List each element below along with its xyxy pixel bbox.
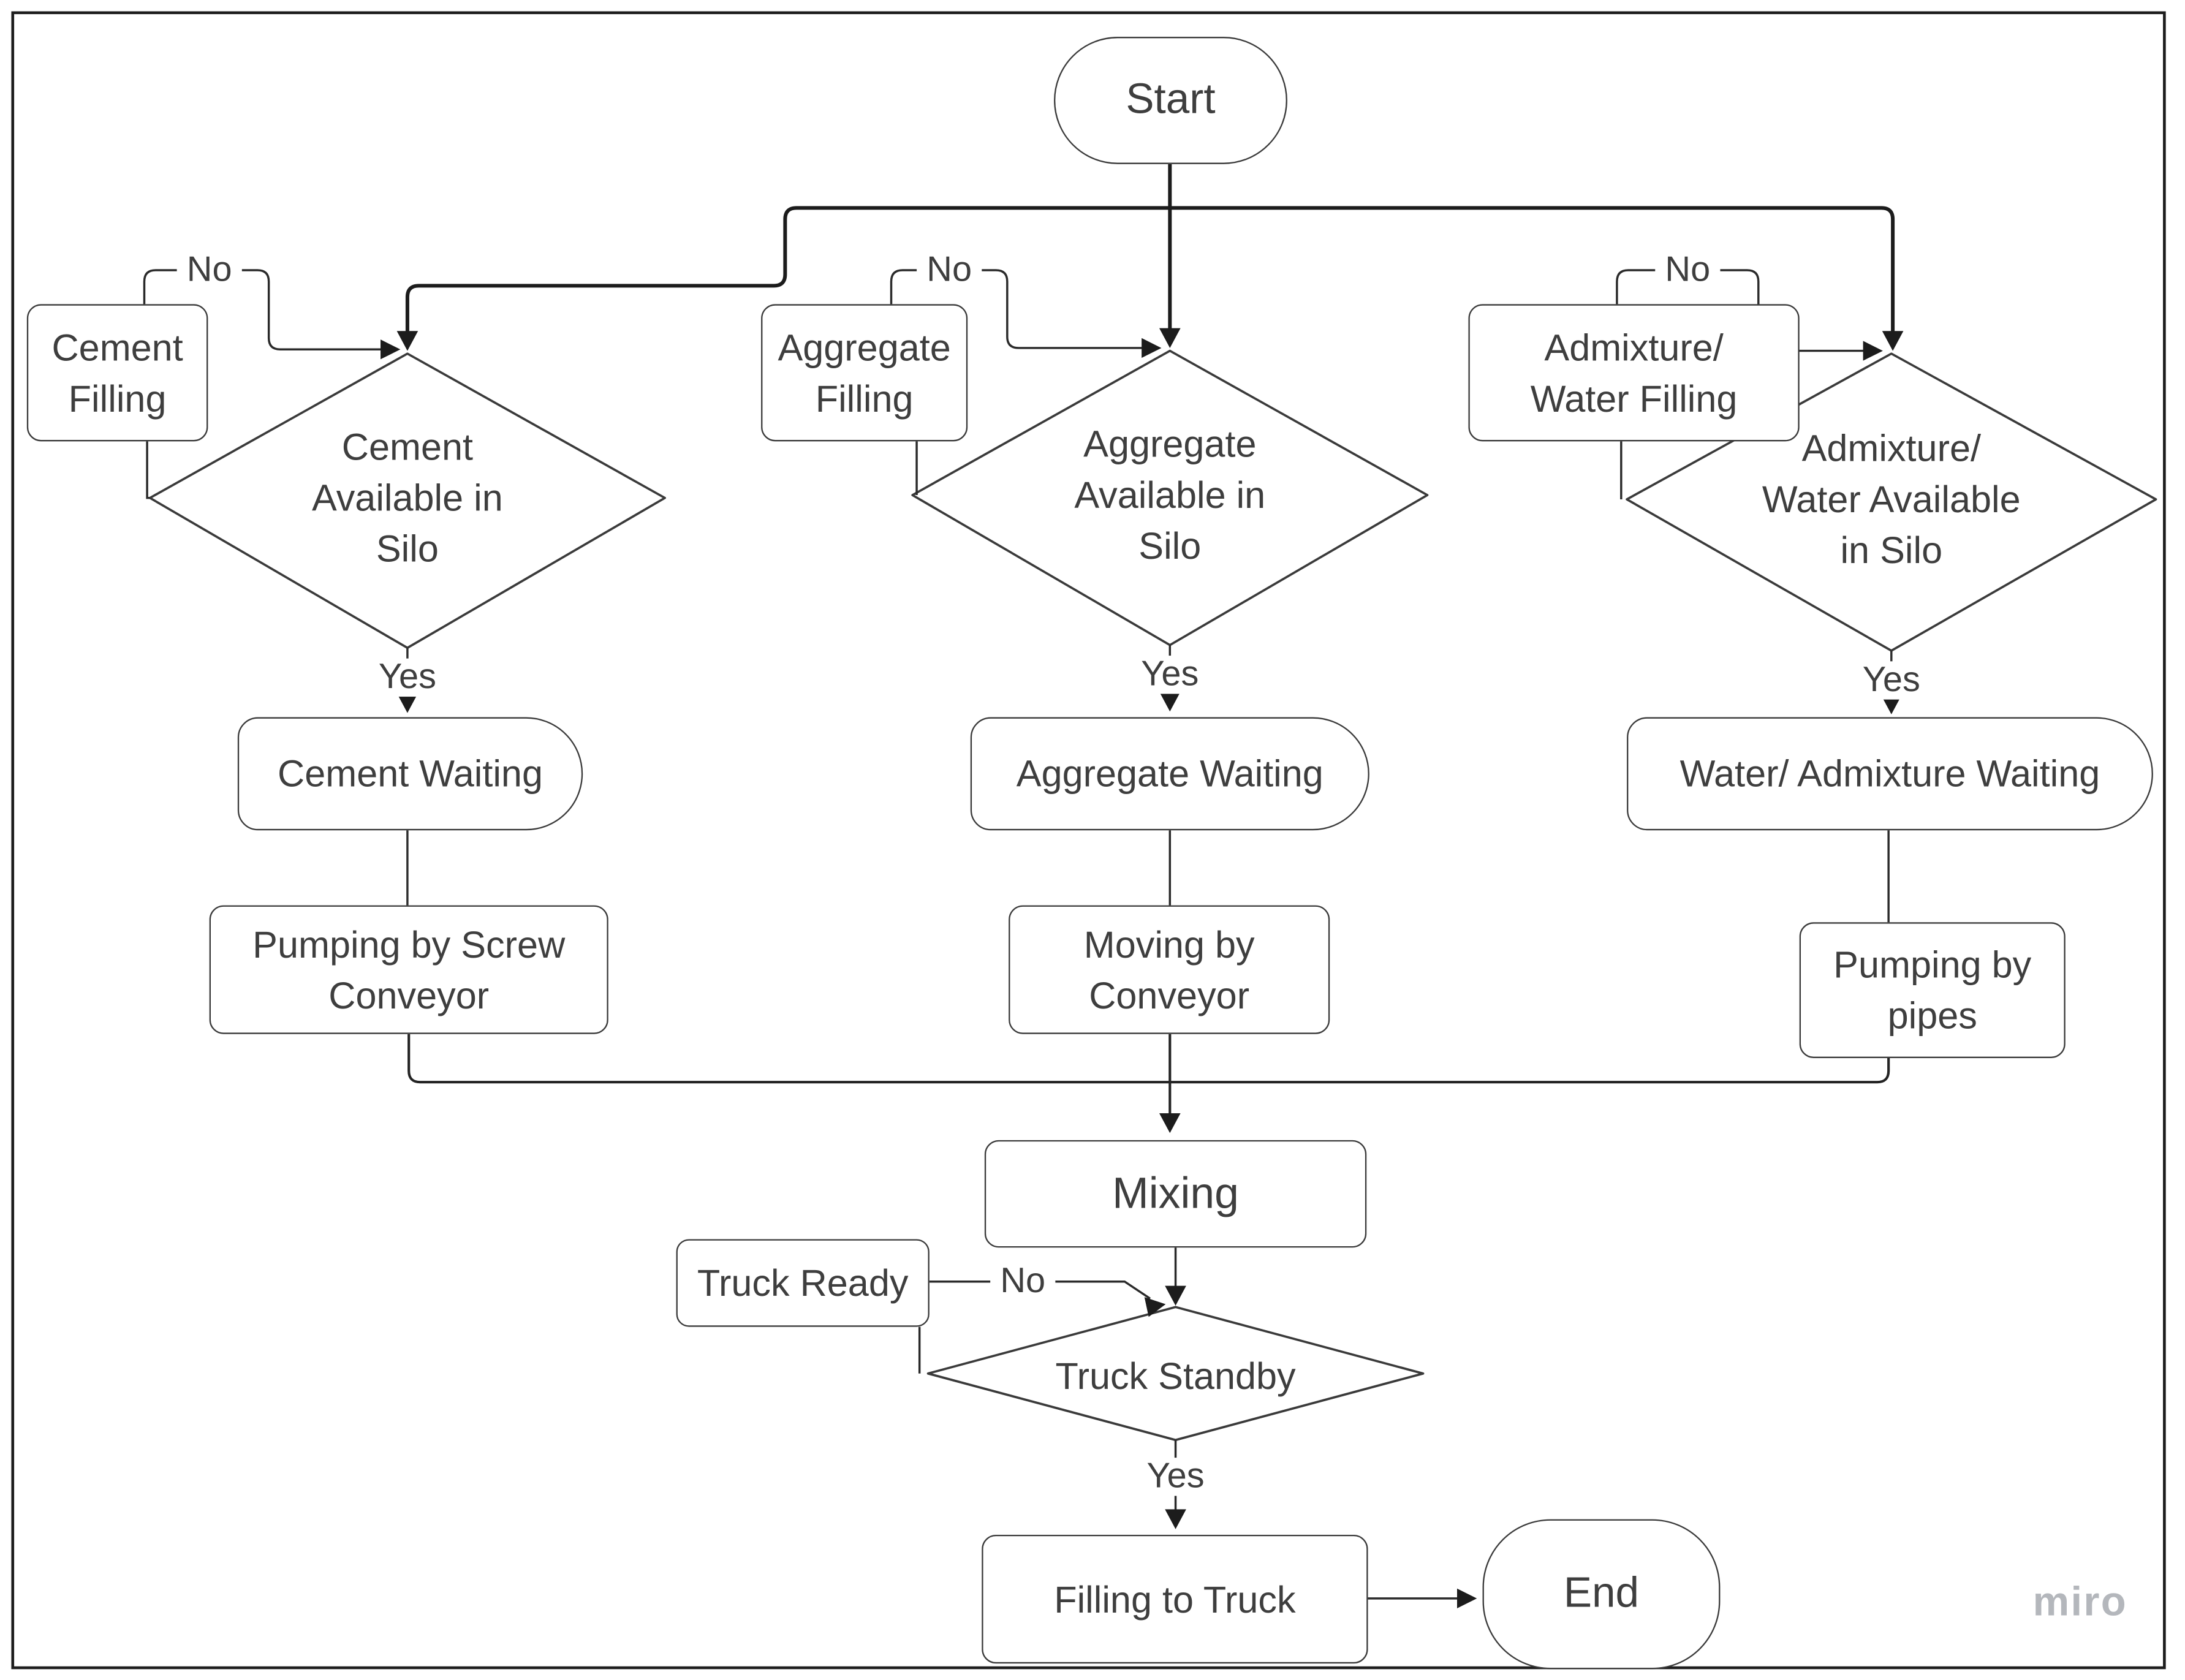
water-admixture-waiting-node[interactable]: Water/ Admixture Waiting <box>1627 717 2153 831</box>
truck-standby-decision-label: Truck Standby <box>1055 1355 1296 1398</box>
cement-filling-node[interactable]: Cement Filling <box>26 304 208 442</box>
arrowhead-end-in <box>1457 1588 1477 1609</box>
pumping-by-pipes-node[interactable]: Pumping by pipes <box>1799 922 2066 1058</box>
cement-available-decision-shape[interactable] <box>148 352 666 649</box>
admixture-water-available-decision-label: Admixture/ Water Available in Silo <box>1762 427 2021 572</box>
arrowhead-yes-admixture <box>1880 694 1903 714</box>
edge-rail-right <box>1170 206 1895 341</box>
arrowhead-yes-cement <box>396 693 418 713</box>
edge-label-yes-truck: Yes <box>1137 1457 1214 1496</box>
filling-to-truck-node[interactable]: Filling to Truck <box>982 1534 1368 1664</box>
edge-converge-right <box>1170 1058 1890 1084</box>
arrowhead-mixing-in <box>1159 1113 1181 1133</box>
edge-label-no-aggregate: No <box>917 251 982 290</box>
moving-by-conveyor-node[interactable]: Moving by Conveyor <box>1009 905 1330 1034</box>
arrowhead-no-cement <box>381 339 401 360</box>
pumping-by-screw-conveyor-node[interactable]: Pumping by Screw Conveyor <box>209 905 608 1034</box>
arrowhead-no-truck <box>1144 1297 1166 1317</box>
cement-waiting-node[interactable]: Cement Waiting <box>237 717 583 831</box>
arrowhead-rail-aggregate <box>1159 328 1181 348</box>
arrowhead-no-aggregate <box>1142 338 1162 358</box>
miro-watermark: miro <box>2032 1579 2127 1625</box>
edge-label-yes-admixture: Yes <box>1852 660 1931 700</box>
aggregate-available-decision-label: Aggregate Available in Silo <box>1074 423 1266 567</box>
edge-label-no-truck: No <box>990 1262 1056 1301</box>
end-node[interactable]: End <box>1482 1519 1721 1670</box>
edge-label-yes-cement: Yes <box>368 658 447 697</box>
arrowhead-no-admixture <box>1863 341 1883 361</box>
arrowhead-rail-cement <box>396 331 418 351</box>
arrowhead-standby-in <box>1165 1285 1186 1306</box>
truck-ready-node[interactable]: Truck Ready <box>676 1239 930 1327</box>
mixing-node[interactable]: Mixing <box>984 1140 1367 1248</box>
arrowhead-yes-aggregate <box>1159 691 1181 712</box>
truck-standby-decision-shape[interactable] <box>926 1306 1425 1442</box>
aggregate-waiting-node[interactable]: Aggregate Waiting <box>970 717 1369 831</box>
edge-rail-left <box>405 206 1170 341</box>
edge-no-cement <box>143 269 385 350</box>
edge-label-yes-aggregate: Yes <box>1131 655 1209 694</box>
edge-no-aggregate <box>890 269 1146 349</box>
edge-label-no-cement: No <box>176 251 242 290</box>
start-node[interactable]: Start <box>1054 37 1287 164</box>
edge-converge-left <box>407 1034 1170 1084</box>
admixture-water-filling-node[interactable]: Admixture/ Water Filling <box>1468 304 1800 442</box>
arrowhead-rail-admixture <box>1882 331 1904 351</box>
edge-label-no-admixture: No <box>1655 251 1721 290</box>
aggregate-filling-node[interactable]: Aggregate Filling <box>761 304 968 442</box>
edge-cement-loop <box>146 441 150 499</box>
cement-available-decision-label: Cement Available in Silo <box>312 425 503 570</box>
flowchart-border <box>11 11 2166 1670</box>
arrowhead-filling-in <box>1165 1509 1186 1529</box>
